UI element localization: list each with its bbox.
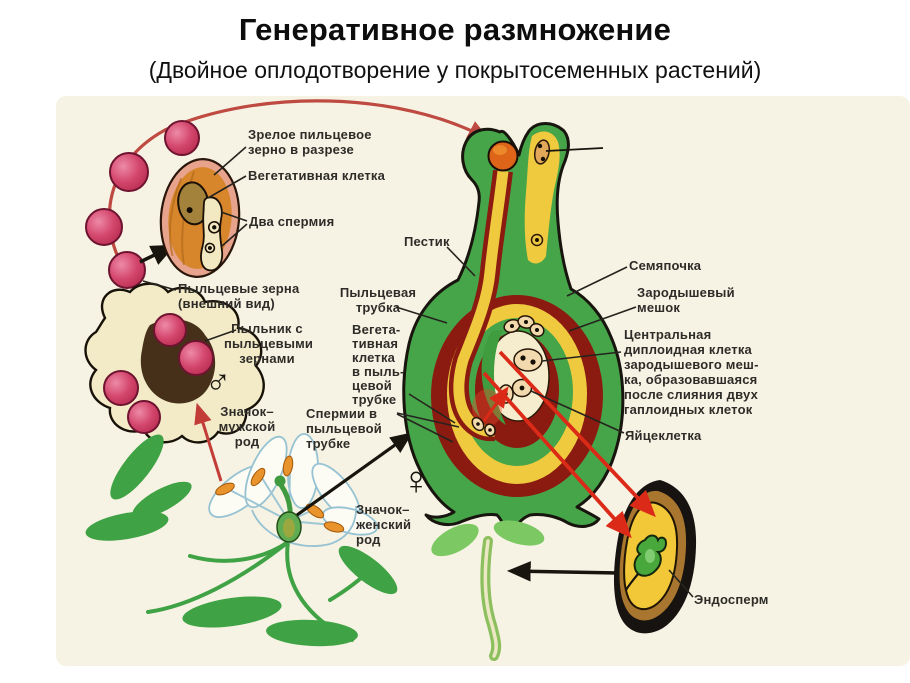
arrow-flower-to-anther — [194, 402, 223, 482]
leader-two-sperm-b — [221, 223, 248, 247]
leader-pollen-ext — [142, 280, 177, 291]
leader-veg-in-tube — [408, 393, 456, 424]
leader-sperm-in-tube-b — [396, 413, 454, 443]
female-symbol-icon: ♀ — [401, 459, 431, 503]
seed-illustration — [613, 480, 697, 634]
seedling-illustration — [431, 520, 545, 661]
male-symbol-icon: ♂ — [205, 363, 232, 402]
label-veg-cell-in-tube: Вегета- тивная клетка в пыль- цевой труб… — [352, 322, 405, 407]
fertilization-arrow-1 — [498, 350, 656, 518]
leader-lines — [142, 146, 694, 598]
label-pistil: Пестик — [404, 234, 450, 249]
label-central-cell: Центральная диплоидная клетка зародышево… — [624, 327, 759, 417]
label-endosperm: Эндосперм — [694, 592, 769, 607]
fertilization-arrow-2 — [482, 371, 632, 539]
label-pollen-grains-ext: Пыльцевые зерна (внешний вид) — [178, 281, 300, 311]
pollen-grain-chain — [85, 120, 200, 289]
label-vegetative-cell: Вегетативная клетка — [248, 168, 386, 183]
label-egg-cell: Яйцеклетка — [625, 428, 702, 443]
label-ovule: Семяпочка — [629, 258, 702, 273]
label-anther: Пыльник с пыльцевыми зернами — [224, 321, 314, 366]
leader-sperm-in-tube-a — [396, 412, 460, 428]
label-pollen-tube: Пыльцевая трубка — [339, 285, 417, 315]
label-mature-pollen: Зрелое пильцевое зерно в разрезе — [248, 127, 372, 157]
anther-illustration — [84, 282, 265, 444]
leader-ovule — [566, 266, 628, 297]
leader-two-sperm-a — [220, 211, 248, 222]
page-title: Генеративное размножение — [238, 12, 672, 47]
leader-anther — [204, 329, 237, 342]
leader-embryo-sac — [568, 306, 637, 332]
leaves — [85, 434, 398, 647]
label-two-sperm: Два спермия — [249, 214, 335, 229]
leader-egg-cell — [530, 390, 625, 434]
label-sperm-in-tube: Спермии в пыльцевой трубке — [306, 406, 382, 451]
mature-pollen-grain — [159, 158, 241, 278]
leader-pistil — [446, 246, 476, 277]
leader-pollen-tube — [395, 306, 448, 324]
flower-illustration — [85, 433, 398, 647]
label-male-sign: Значок– мужской род — [218, 404, 276, 449]
stigma-cell-pointer-line — [545, 147, 604, 152]
page-subtitle: (Двойное оплодотворение у покрытосеменны… — [148, 57, 762, 83]
leader-endosperm — [668, 569, 694, 598]
leader-mature-pollen — [213, 146, 247, 176]
leader-central-cell — [541, 351, 622, 362]
generative-cells-shape — [200, 196, 224, 272]
central-cell-shape — [513, 348, 543, 372]
embryo-sac-cells — [498, 315, 545, 404]
label-embryo-sac: Зародышевый мешок — [637, 285, 735, 315]
leader-vegetative-cell — [207, 175, 247, 199]
arrow-flower-to-pistil — [296, 432, 413, 517]
pistil-illustration — [402, 122, 625, 537]
label-female-sign: Значок– женский род — [356, 502, 412, 547]
arrow-seed-to-seedling — [506, 561, 619, 582]
